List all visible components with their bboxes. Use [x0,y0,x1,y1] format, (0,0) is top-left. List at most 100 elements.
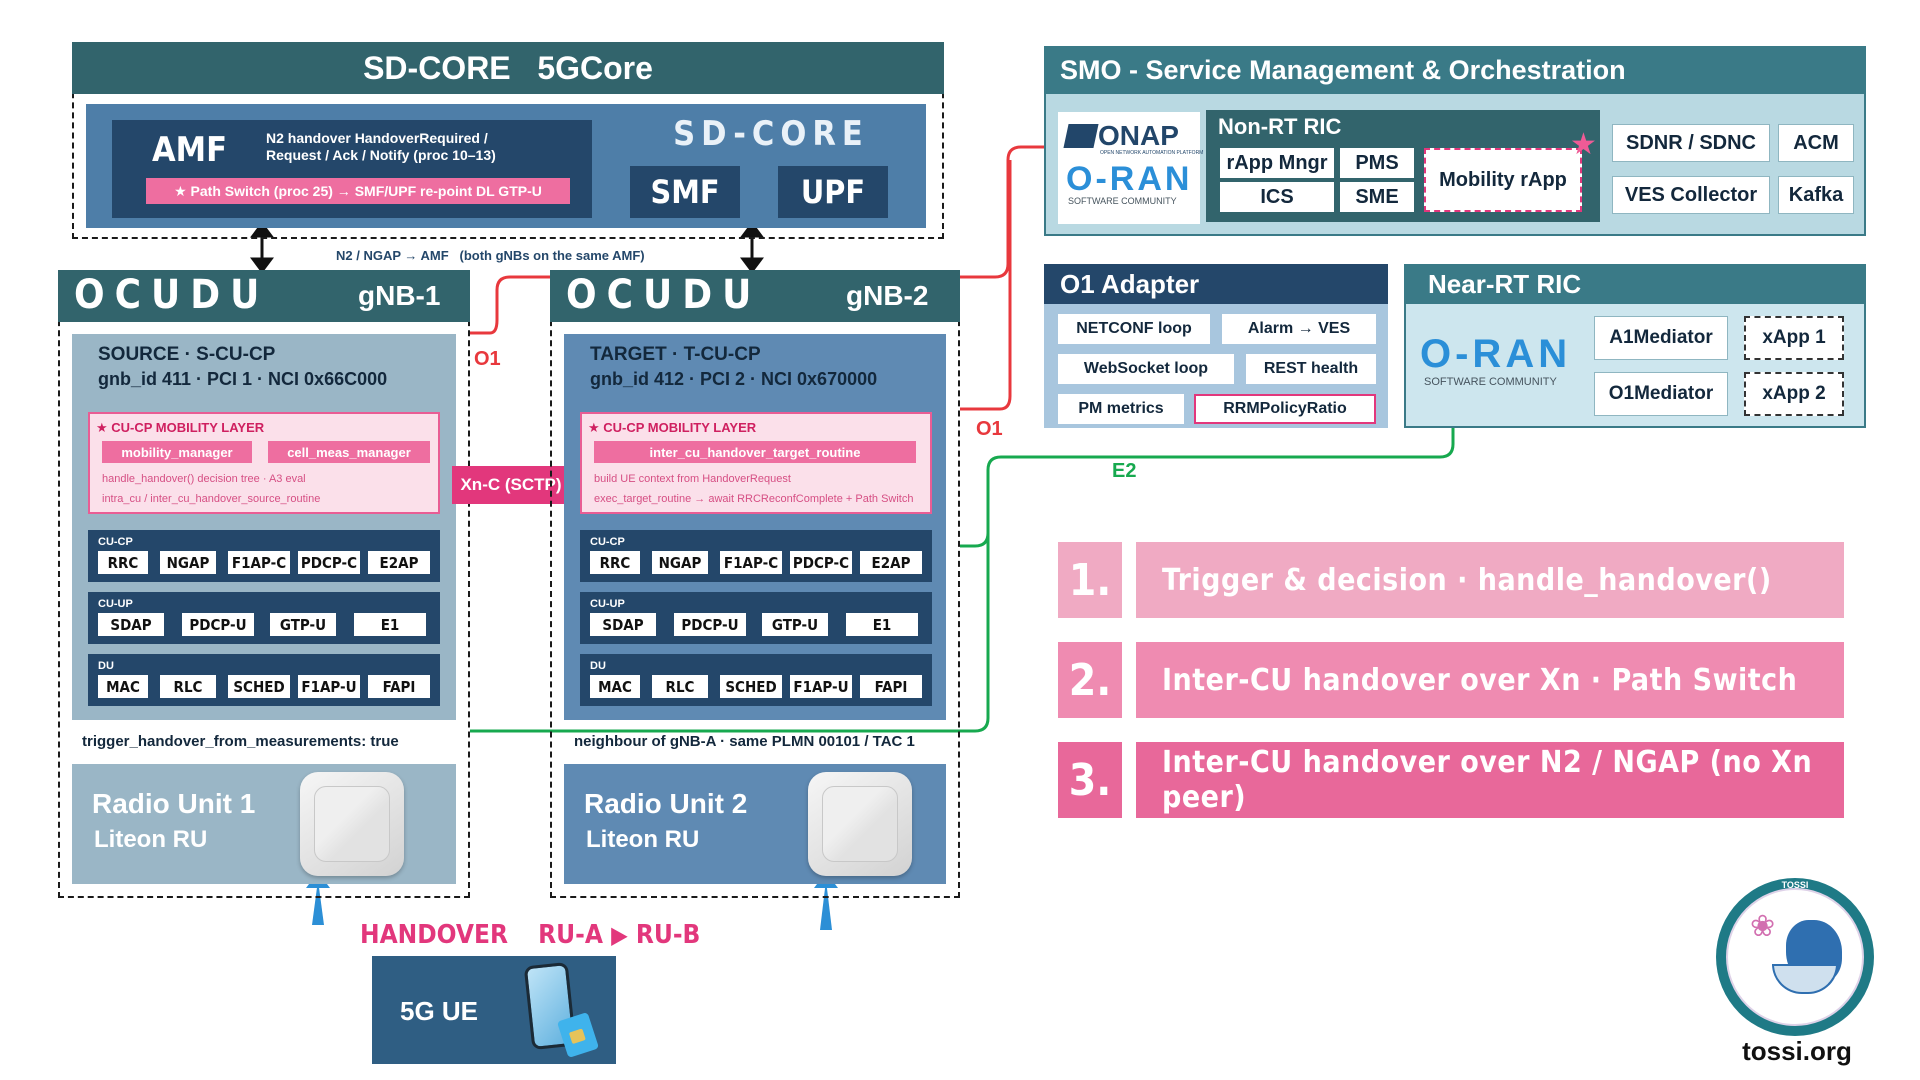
gnb1-f1apc: F1AP-C [228,551,290,574]
amf-n2-text: N2 handover HandoverRequired / Request /… [266,130,496,163]
gnb2-mac: MAC [590,675,640,698]
nearrt-oran-sub: SOFTWARE COMMUNITY [1424,376,1557,388]
rapp-mngr-chip: rApp Mngr [1220,148,1334,178]
sme-chip: SME [1340,182,1414,212]
ves-collector-chip: VES Collector [1612,176,1770,214]
gnb2-note-2: exec_target_routine → await RRCReconfCom… [594,493,914,505]
gnb2-f1apu: F1AP-U [790,675,852,698]
gnb2-pill-target-routine: inter_cu_handover_target_routine [594,441,916,463]
sdcore-logo: SD-CORE [673,114,869,154]
tossi-domain: tossi.org [1742,1036,1852,1066]
gnb1-name: gNB-1 [358,280,441,311]
ru2-subtitle: Liteon RU [586,826,700,853]
nearrt-oran-logo: O-RAN [1420,332,1572,376]
o1-adapter-header: O1 Adapter [1044,264,1388,304]
acm-chip: ACM [1778,124,1854,162]
onap-logo: ONAP [1098,120,1179,151]
gnb2-sdap: SDAP [590,613,656,636]
o1-label-left: O1 [474,348,501,370]
xapp2-chip: xApp 2 [1744,372,1844,416]
websocket-loop-chip: WebSocket loop [1058,354,1234,384]
gnb2-name: gNB-2 [846,280,929,311]
handover-to: RU-B [635,920,701,950]
gnb2-pdcpu: PDCP-U [674,613,746,636]
o1mediator-chip: O1Mediator [1594,372,1728,416]
gnb2-mobility-title: ★ CU-CP MOBILITY LAYER [588,420,757,435]
gnb1-sched: SCHED [228,675,290,698]
tossi-logo: TOSSI ❀ [1716,878,1874,1036]
gnb1-f1apu: F1AP-U [298,675,360,698]
ics-chip: ICS [1220,182,1334,212]
sdcore-title: SD-CORE 5GCore [363,49,653,86]
a1mediator-chip: A1Mediator [1594,316,1728,360]
amf-label: AMF [152,130,228,170]
gnb1-cuup-label: CU-UP [98,598,133,610]
step-3-text: Inter-CU handover over N2 / NGAP (no Xn … [1136,742,1844,818]
tossi-badge-text: TOSSI [1781,880,1809,890]
gnb1-gtpu: GTP-U [270,613,336,636]
handover-word: HANDOVER [360,920,508,950]
smf-label: SMF [650,173,720,211]
n2-label: N2 / NGAP → AMF (both gNBs on the same A… [336,248,645,263]
ru2-device-inner [822,786,898,862]
gnb2-header [550,270,960,322]
gnb2-footer: neighbour of gNB-A · same PLMN 00101 / T… [574,733,915,750]
ru2-device-icon [808,772,912,876]
step-1: 1. Trigger & decision · handle_handover(… [1058,542,1844,618]
gnb1-pill-cell-meas-manager: cell_meas_manager [268,441,430,463]
pm-metrics-chip: PM metrics [1058,394,1184,424]
gnb2-ngap: NGAP [652,551,708,574]
gnb2-e1: E1 [846,613,918,636]
upf-box: UPF [778,166,888,218]
gnb1-ocudu-logo: OCUDU [74,272,270,318]
ru1-device-icon [300,772,404,876]
gnb2-sched: SCHED [720,675,782,698]
gnb1-mobility-layer: ★ CU-CP MOBILITY LAYER [88,412,440,514]
gnb1-fapi: FAPI [368,675,430,698]
lotus-icon: ❀ [1750,910,1776,943]
smf-box: SMF [630,166,740,218]
gnb1-mobility-title: ★ CU-CP MOBILITY LAYER [96,420,265,435]
gnb1-mac: MAC [98,675,148,698]
gnb2-cucp-label: CU-CP [590,536,625,548]
nearrt-ric-title: Near-RT RIC [1428,268,1582,299]
gnb2-rrc: RRC [590,551,640,574]
smo-oran-sub: SOFTWARE COMMUNITY [1068,196,1177,206]
rest-health-chip: REST health [1246,354,1376,384]
gnb1-rrc: RRC [98,551,148,574]
gnb2-e2ap: E2AP [860,551,922,574]
ru2-title: Radio Unit 2 [584,788,748,819]
alarm-ves-chip: Alarm → VES [1222,314,1376,344]
play-arrow-icon: ▶ [611,921,628,949]
nearrt-ric-header: Near-RT RIC [1404,264,1866,304]
xapp1-chip: xApp 1 [1744,316,1844,360]
step-3: 3. Inter-CU handover over N2 / NGAP (no … [1058,742,1844,818]
gnb1-role: SOURCE · S-CU-CP [98,344,276,365]
upf-label: UPF [800,173,866,211]
ru1-device-inner [314,786,390,862]
o1-label-right: O1 [976,418,1003,440]
path-switch-bar: ★ Path Switch (proc 25) → SMF/UPF re-poi… [146,178,570,204]
gnb1-e2ap: E2AP [368,551,430,574]
e2-line [470,425,1455,733]
gnb1-cucp-label: CU-CP [98,536,133,548]
gnb1-pdcpc: PDCP-C [298,551,360,574]
gnb1-pill-mobility-manager: mobility_manager [102,441,252,463]
gnb2-mobility-layer: ★ CU-CP MOBILITY LAYER [580,412,932,514]
step-1-text: Trigger & decision · handle_handover() [1136,542,1844,618]
ue-label: 5G UE [400,996,479,1026]
gnb2-ocudu-logo: OCUDU [566,272,762,318]
smo-title: SMO - Service Management & Orchestration [1060,54,1626,85]
n2-arrow-right [740,221,764,274]
sdcore-header: SD-CORE 5GCore [72,42,944,94]
gnb1-rlc: RLC [160,675,216,698]
gnb1-header [58,270,470,322]
onap-sub: OPEN NETWORK AUTOMATION PLATFORM [1100,150,1204,156]
step-2-number: 2. [1058,642,1122,718]
gnb2-f1apc: F1AP-C [720,551,782,574]
gnb1-ids: gnb_id 411 · PCI 1 · NCI 0x66C000 [98,369,388,389]
gnb2-rlc: RLC [652,675,708,698]
rrmpolicyratio-chip: RRMPolicyRatio [1194,394,1376,424]
gnb2-ids: gnb_id 412 · PCI 2 · NCI 0x670000 [590,369,878,389]
